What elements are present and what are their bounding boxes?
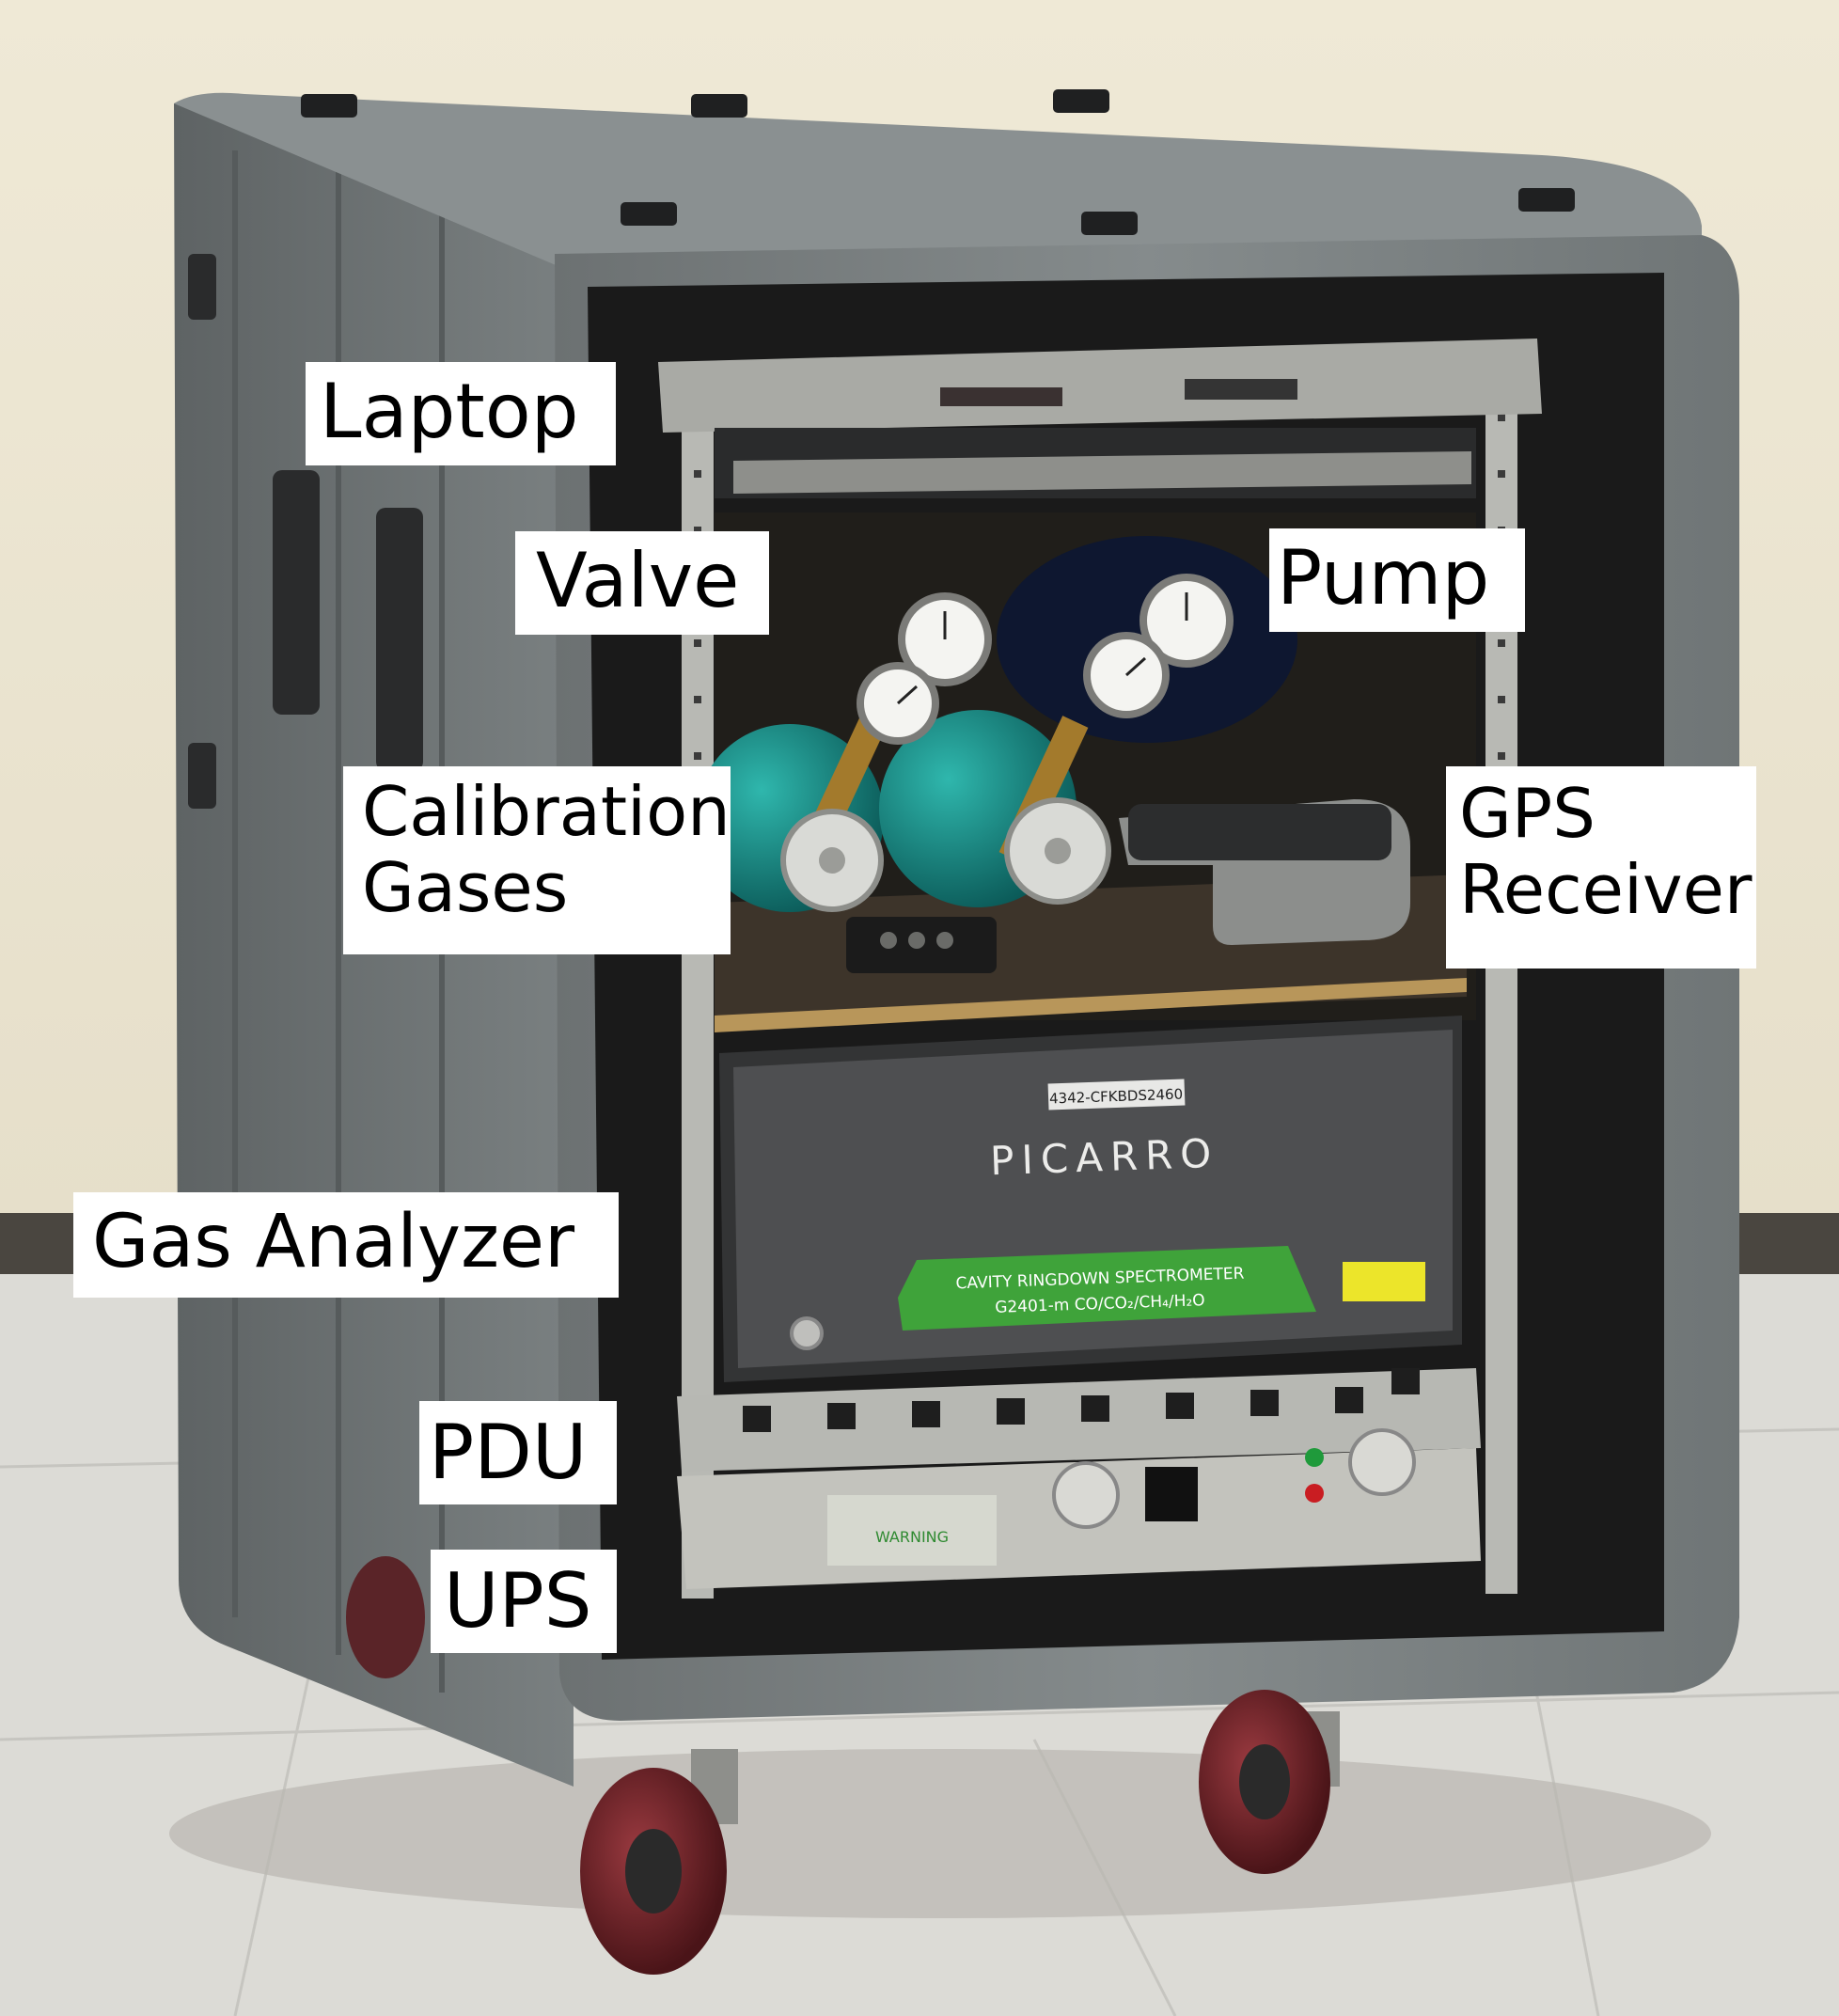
- label-ups: UPS: [431, 1550, 617, 1653]
- label-laptop: Laptop: [306, 362, 616, 465]
- label-calibration-gases-line2: Gases: [362, 847, 569, 927]
- regulator-left: [780, 592, 992, 912]
- caster-left: [580, 1749, 738, 1975]
- caster-right: [1199, 1690, 1340, 1874]
- label-gas-analyzer-text: Gas Analyzer: [92, 1200, 575, 1284]
- analyzer-green-band: [898, 1246, 1316, 1331]
- ups-label-plate: [827, 1495, 997, 1566]
- analyzer-serial-tag: 4342-CFKBDS2460: [1049, 1086, 1184, 1108]
- valve-module-ports: [880, 932, 953, 949]
- label-gas-analyzer: Gas Analyzer: [73, 1192, 619, 1298]
- caster-back-left: [346, 1556, 425, 1678]
- label-laptop-text: Laptop: [320, 368, 579, 455]
- label-pdu: PDU: [419, 1401, 617, 1504]
- pdu-outlets: [743, 1368, 1420, 1432]
- label-pdu-text: PDU: [429, 1409, 588, 1496]
- analyzer-power-button: [790, 1316, 824, 1350]
- ups-switch: [1145, 1467, 1198, 1521]
- ups-fan-right: [1348, 1428, 1416, 1496]
- ups-indicator-red: [1305, 1484, 1324, 1503]
- label-pump: Pump: [1269, 528, 1525, 632]
- label-calibration-gases-line1: Calibration: [362, 772, 731, 851]
- regulator-right: [998, 574, 1234, 905]
- analyzer-yellow-label: [1343, 1262, 1425, 1301]
- label-calibration-gases: Calibration Gases: [343, 766, 731, 954]
- pdu-unit: [677, 1368, 1481, 1472]
- side-handles: [188, 254, 423, 809]
- analyzer-brand: PICARRO: [989, 1130, 1219, 1184]
- case-top: [174, 92, 1702, 282]
- laptop-tray-frame: [658, 339, 1542, 433]
- label-valve-text: Valve: [536, 537, 740, 624]
- laptop-tray-lip: [733, 451, 1471, 494]
- label-ups-text: UPS: [444, 1557, 592, 1645]
- ups-warning: WARNING: [875, 1528, 949, 1546]
- label-gps-receiver: GPS Receiver: [1446, 766, 1756, 969]
- ups-indicator-green: [1305, 1448, 1324, 1467]
- case-shadow: [169, 1749, 1711, 1918]
- label-valve: Valve: [515, 531, 769, 635]
- top-latches: [301, 89, 1575, 235]
- analyzer-serial-tag-bg: [1047, 1079, 1186, 1110]
- label-gps-receiver-line2: Receiver: [1459, 849, 1753, 929]
- tray-badge-2: [1185, 379, 1297, 400]
- label-pump-text: Pump: [1277, 534, 1490, 622]
- gps-receiver-top: [1128, 804, 1391, 860]
- label-gps-receiver-line1: GPS: [1459, 774, 1595, 853]
- ups-fan-left: [1052, 1461, 1120, 1529]
- tray-badge-1: [940, 387, 1062, 406]
- shelf-front-edge: [715, 978, 1467, 1032]
